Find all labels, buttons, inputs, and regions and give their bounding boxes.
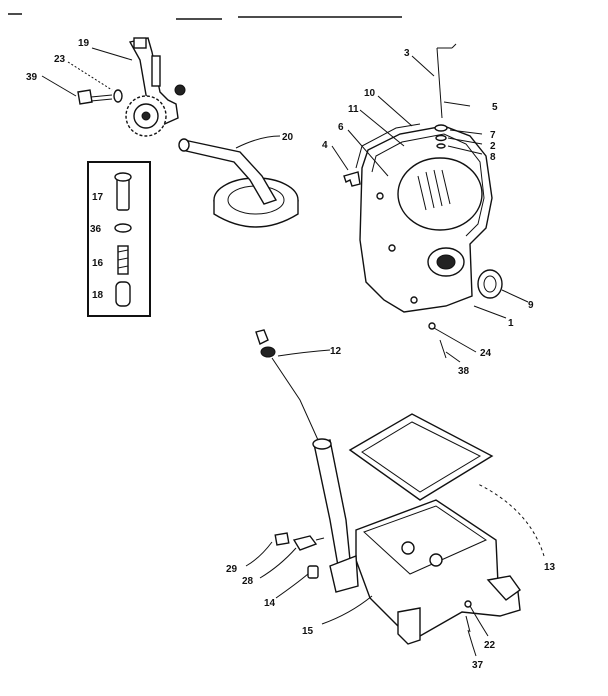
callout-18: 18 (92, 290, 104, 301)
cover-fins (417, 169, 451, 211)
callout-8: 8 (490, 152, 496, 163)
callout-1: 1 (508, 318, 514, 329)
callout-38: 38 (458, 366, 470, 377)
callout-16: 16 (92, 258, 104, 269)
callout-28: 28 (242, 576, 254, 587)
leader-lines (41, 47, 545, 657)
bolt-39 (77, 89, 113, 105)
dipstick-12 (255, 329, 319, 441)
callout-11: 11 (348, 104, 359, 115)
callout-37: 37 (472, 660, 484, 671)
oil-pickup-screen (178, 138, 299, 228)
header-rules (8, 13, 402, 20)
callout-20: 20 (282, 132, 294, 143)
callout-5: 5 (492, 102, 498, 113)
callout-23: 23 (54, 54, 66, 65)
callout-15: 15 (302, 626, 314, 637)
oil-pump-housing (128, 37, 186, 127)
base-gasket-13 (348, 413, 494, 501)
callout-10: 10 (364, 88, 376, 99)
fitting-28 (292, 535, 325, 551)
callout-19: 19 (78, 38, 90, 49)
callout-24: 24 (480, 348, 492, 359)
callout-12: 12 (330, 346, 342, 357)
crankcase-cover (359, 125, 493, 313)
sump-base-15 (329, 499, 521, 645)
callout-4: 4 (322, 140, 328, 151)
clip-4 (343, 171, 361, 187)
inset-parts-box (87, 161, 151, 317)
gasket-6 (355, 123, 421, 169)
callout-36: 36 (90, 224, 102, 235)
plug-22 (464, 600, 472, 608)
callout-13: 13 (544, 562, 556, 573)
callout-2: 2 (490, 141, 496, 152)
screw-24-38 (428, 322, 447, 359)
callout-6: 6 (338, 122, 344, 133)
oil-seal-9 (477, 269, 503, 299)
fill-tube (312, 438, 351, 568)
plug-14 (307, 565, 319, 579)
callout-7: 7 (490, 130, 496, 141)
washer-23 (113, 89, 123, 103)
callout-labels: 19 23 39 20 17 36 16 18 3 5 7 2 8 10 11 … (26, 38, 556, 671)
fitting-29 (274, 532, 290, 546)
oil-pump-gear (125, 95, 167, 137)
callout-14: 14 (264, 598, 276, 609)
callout-3: 3 (404, 48, 410, 59)
callout-39: 39 (26, 72, 38, 83)
dipstick-rod-3-5 (434, 43, 457, 149)
callout-9: 9 (528, 300, 534, 311)
bolt-37 (465, 615, 471, 633)
callout-29: 29 (226, 564, 238, 575)
callout-22: 22 (484, 640, 496, 651)
callout-17: 17 (92, 192, 104, 203)
